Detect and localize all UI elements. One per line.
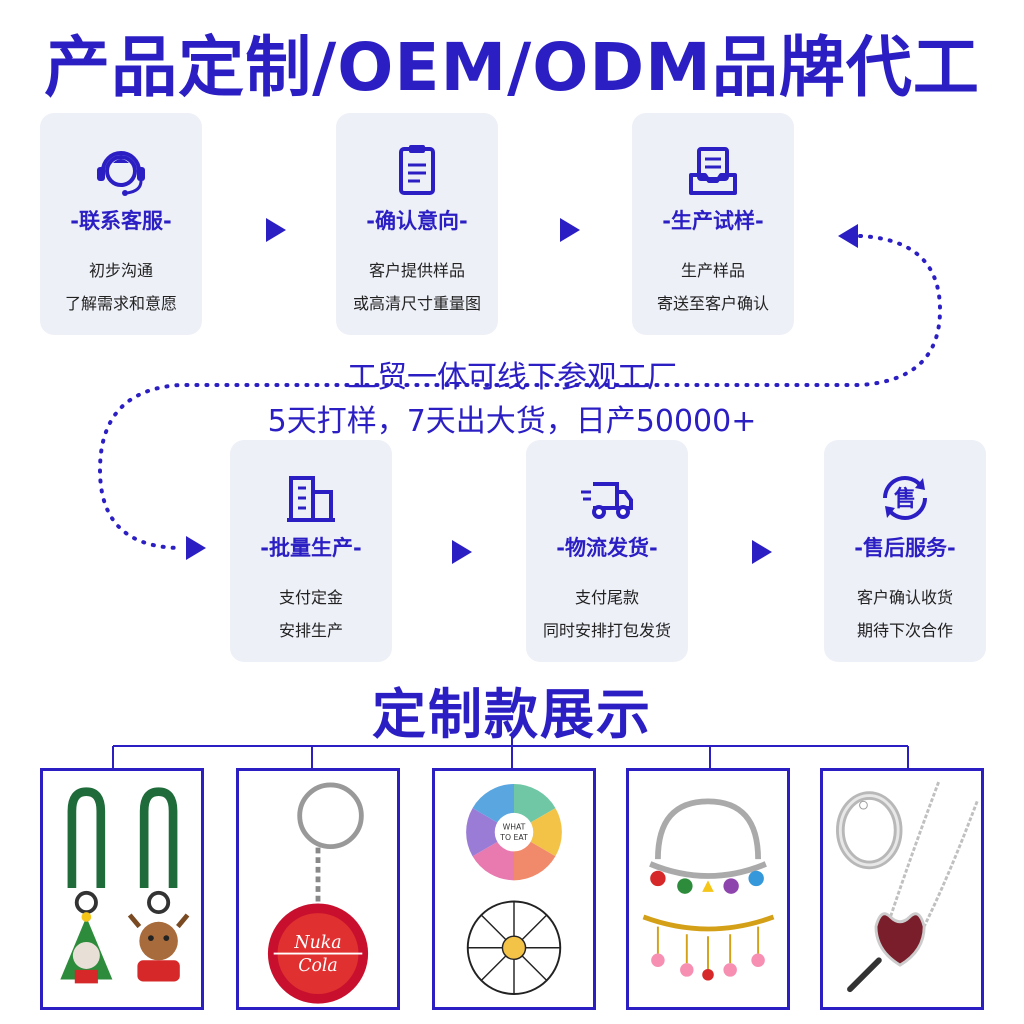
step-desc-1: 客户提供样品 <box>368 261 465 280</box>
product-christmas-keychain <box>40 768 204 1010</box>
arrow-right-icon <box>452 540 472 564</box>
step-card-sample: -生产试样- 生产样品 寄送至客户确认 <box>632 113 794 335</box>
arrow-right-icon <box>560 218 580 242</box>
step-desc-2: 寄送至客户确认 <box>656 294 769 313</box>
step-card-shipping: -物流发货- 支付尾款 同时安排打包发货 <box>526 440 688 662</box>
step-desc-1: 支付尾款 <box>574 588 639 607</box>
product-bottle-cap-keychain: Nuka Cola <box>236 768 400 1010</box>
cap-label-1: Nuka <box>293 933 341 953</box>
ring-necklace-icon <box>836 781 979 993</box>
step-desc-1: 初步沟通 <box>88 261 153 280</box>
step-desc-2: 安排生产 <box>278 621 343 640</box>
step-desc-1: 生产样品 <box>680 261 745 280</box>
showcase-title: 定制款展示 <box>372 683 652 746</box>
christmas-keychain-icon <box>60 787 190 984</box>
step-desc-2: 期待下次合作 <box>856 621 953 640</box>
headset-icon <box>97 151 145 196</box>
step-card-mass-production: -批量生产- 支付定金 安排生产 <box>230 440 392 662</box>
step-desc-1: 支付定金 <box>278 588 343 607</box>
product-ring-necklace <box>820 768 984 1010</box>
step-name: -生产试样- <box>662 209 764 233</box>
spinner-pin-icon: WHAT TO EAT <box>466 783 562 995</box>
after-sale-icon: 售 <box>883 476 927 520</box>
factory-line-2: 5天打样，7天出大货，日产50000+ <box>267 404 757 439</box>
step-name: -批量生产- <box>260 536 362 560</box>
spinner-center-top: WHAT <box>503 822 526 831</box>
step-card-after-sale: 售 -售后服务- 客户确认收货 期待下次合作 <box>824 440 986 662</box>
truck-icon <box>581 482 633 519</box>
spinner-center-bottom: TO EAT <box>499 833 528 842</box>
inbox-icon <box>689 147 737 195</box>
svg-text:售: 售 <box>894 486 916 512</box>
cap-label-2: Cola <box>298 956 338 976</box>
step-name: -售后服务- <box>854 536 956 560</box>
product-spinner-pin: WHAT TO EAT <box>432 768 596 1010</box>
step-desc-2: 或高清尺寸重量图 <box>352 294 481 313</box>
document-icon <box>399 145 435 195</box>
arrow-right-icon <box>752 540 772 564</box>
building-icon <box>287 476 335 522</box>
step-name: -物流发货- <box>556 536 658 560</box>
product-charm-bracelet <box>626 768 790 1010</box>
charm-bracelet-icon <box>642 798 775 981</box>
page-title: 产品定制/OEM/ODM品牌代工 <box>44 29 980 106</box>
step-card-contact: -联系客服- 初步沟通 了解需求和意愿 <box>40 113 202 335</box>
step-desc-2: 了解需求和意愿 <box>64 294 177 313</box>
step-name: -确认意向- <box>366 209 468 233</box>
bottle-cap-keychain-icon: Nuka Cola <box>267 782 369 1004</box>
arrow-right-icon <box>266 218 286 242</box>
step-card-confirm: -确认意向- 客户提供样品 或高清尺寸重量图 <box>336 113 498 335</box>
step-desc-1: 客户确认收货 <box>856 588 953 607</box>
factory-line-1: 工贸一体可线下参观工厂 <box>347 360 677 395</box>
step-name: -联系客服- <box>70 209 172 233</box>
step-desc-2: 同时安排打包发货 <box>542 621 671 640</box>
